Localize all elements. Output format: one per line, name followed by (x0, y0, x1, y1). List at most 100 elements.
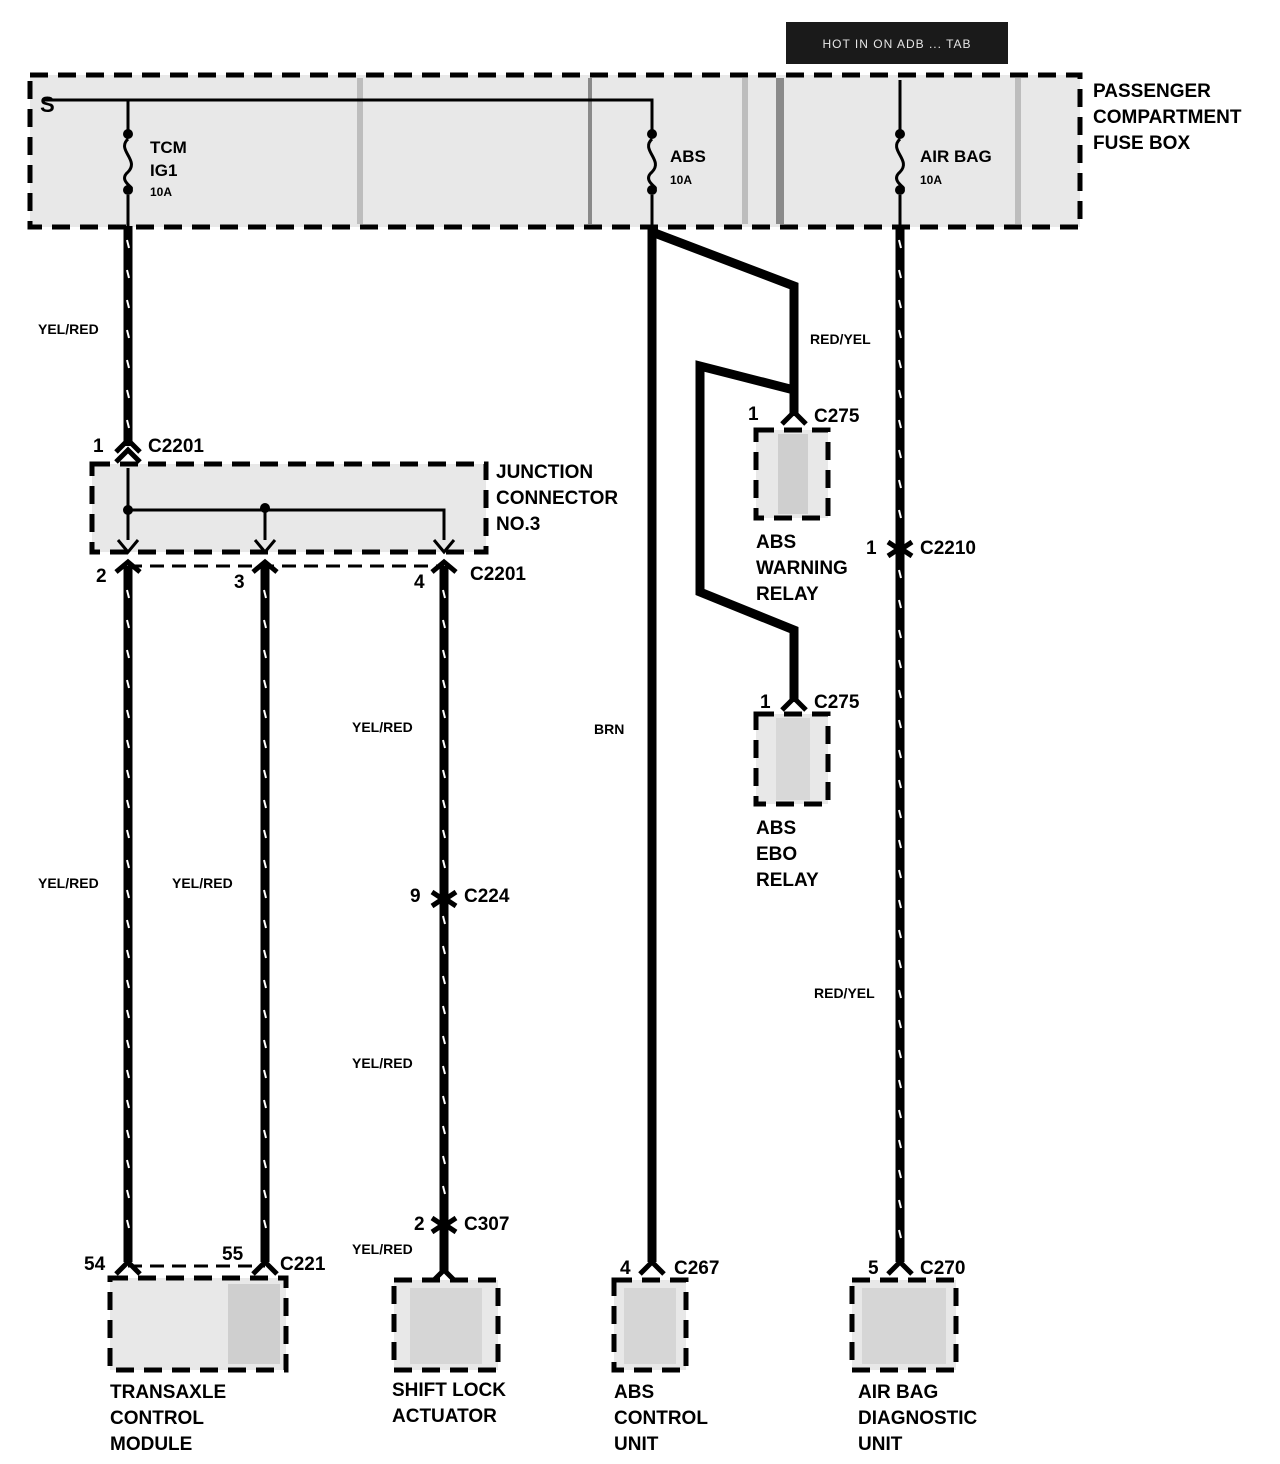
wire-stripe-tick (263, 619, 267, 629)
shift-lock-label-2: ACTUATOR (392, 1406, 497, 1427)
c275-ebo-pin: 1 (760, 692, 771, 713)
wire-stripe-tick (442, 1065, 446, 1075)
abs-warning-relay-label-2: WARNING (756, 558, 848, 579)
wire-stripe-tick (898, 1229, 902, 1239)
wire-stripe-tick (898, 479, 902, 489)
wire-stripe-tick (126, 709, 130, 719)
wire-stripe-tick (898, 1109, 902, 1119)
wire-stripe-tick (898, 569, 902, 579)
wire-stripe-tick (126, 1129, 130, 1139)
fuse-box-label-2: COMPARTMENT (1093, 107, 1242, 128)
wire-stripe-tick (263, 829, 267, 839)
wire-color-labels: YEL/RED YEL/RED YEL/RED YEL/RED YEL/RED … (38, 321, 875, 1257)
fuse-tcm-sub: IG1 (150, 161, 177, 180)
c2201-out-pin-3: 3 (234, 572, 245, 593)
banner-text: HOT IN ON ADB ... TAB (822, 37, 971, 51)
fuse-air-bag-name: AIR BAG (920, 147, 992, 166)
junction-label-3: NO.3 (496, 514, 540, 535)
wire-stripe-tick (126, 1219, 130, 1229)
wire-stripe-tick (126, 829, 130, 839)
c2201-out-pin-4: 4 (414, 572, 425, 593)
wire-label-tcm-54: YEL/RED (38, 875, 99, 891)
c267-name: C267 (674, 1258, 719, 1279)
fuse-abs-amps: 10A (670, 173, 692, 187)
fuse-air-bag-amps: 10A (920, 173, 942, 187)
wire-stripe-tick (263, 1009, 267, 1019)
wire-stripe-tick (263, 1129, 267, 1139)
wire-stripe-tick (898, 689, 902, 699)
wire-stripe-tick (126, 979, 130, 989)
wire-stripe-tick (898, 1199, 902, 1209)
wire-stripe-tick (126, 1159, 130, 1169)
fuse-box-label-1: PASSENGER (1093, 81, 1211, 102)
junction-label-2: CONNECTOR (496, 488, 618, 509)
shift-lock-actuator: SHIFT LOCK ACTUATOR (391, 1266, 506, 1427)
c221-pin-55: 55 (222, 1244, 244, 1265)
wire-stripe-tick (898, 239, 902, 249)
wire-stripe-tick (263, 1069, 267, 1079)
wire-stripe-tick (898, 719, 902, 729)
connector-c2201-out: 2 3 4 C2201 (96, 558, 526, 593)
wire-stripe-tick (442, 1005, 446, 1015)
abs-warning-relay-label-1: ABS (756, 532, 796, 553)
abs-ebo-relay-label-2: EBO (756, 844, 797, 865)
wire-stripe-tick (898, 659, 902, 669)
fuse-abs: ABS 10A (647, 129, 706, 226)
wire-stripe-tick (442, 945, 446, 955)
air-bag-diagnostic-unit: 5 C270 AIR BAG DIAGNOSTIC UNIT (849, 1258, 978, 1455)
wire-stripe-tick (126, 619, 130, 629)
wire-stripe-tick (898, 1139, 902, 1149)
wire-stripe-tick (898, 989, 902, 999)
wire-stripe-tick (263, 889, 267, 899)
fuse-box-label: PASSENGER COMPARTMENT FUSE BOX (1093, 81, 1242, 154)
wire-stripe-tick (263, 799, 267, 809)
wire-stripe-tick (898, 929, 902, 939)
wire-stripe-tick (898, 449, 902, 459)
wire-stripe-tick (898, 839, 902, 849)
wire-stripe-tick (263, 1099, 267, 1109)
wire-label-shift-lock-2: YEL/RED (352, 1055, 413, 1071)
abs-control-unit: 4 C267 ABS CONTROL UNIT (611, 1258, 719, 1455)
fuse-tcm: TCM IG1 10A (123, 129, 187, 226)
c2210-pin: 1 (866, 538, 877, 559)
wire-stripe-tick (126, 739, 130, 749)
wire-stripe-tick (898, 629, 902, 639)
c221-name: C221 (280, 1254, 326, 1275)
wire-stripe-tick (442, 769, 446, 779)
wire-abs-warning (650, 227, 799, 416)
wire-stripe-tick (126, 1099, 130, 1109)
c307-pin: 2 (414, 1214, 425, 1235)
wire-stripe-tick (442, 619, 446, 629)
wire-stripe-tick (126, 919, 130, 929)
connector-c2201-in: 1 C2201 (93, 436, 204, 464)
wire-stripe-tick (442, 1095, 446, 1105)
wire-stripe-tick (126, 769, 130, 779)
wire-stripe-tick (263, 649, 267, 659)
wire-stripe-tick (126, 1189, 130, 1199)
c224-name: C224 (464, 886, 510, 907)
connector-c2210: 1 C2210 (866, 538, 976, 559)
c2201-in-pin: 1 (93, 436, 104, 457)
abs-warning-relay: 1 C275 ABS WARNING RELAY (748, 404, 860, 605)
wire-stripe-tick (263, 1039, 267, 1049)
fuse-box: S (27, 72, 1083, 230)
c307-name: C307 (464, 1214, 509, 1235)
wire-stripe-tick (442, 709, 446, 719)
wire-label-air-bag: RED/YEL (814, 985, 875, 1001)
junction-connector: JUNCTION CONNECTOR NO.3 (89, 461, 618, 555)
wire-stripe-tick (442, 589, 446, 599)
wire-stripe-tick (263, 769, 267, 779)
wire-stripe-tick (263, 589, 267, 599)
wire-stripe-tick (126, 269, 130, 279)
tcm-label-3: MODULE (110, 1434, 192, 1455)
tcm-label-1: TRANSAXLE (110, 1382, 226, 1403)
wire-stripe-tick (263, 949, 267, 959)
wire-stripe-tick (263, 709, 267, 719)
air-bag-unit-label-2: DIAGNOSTIC (858, 1408, 978, 1429)
wire-stripe-tick (126, 359, 130, 369)
wire-stripe-tick (126, 329, 130, 339)
transaxle-control-module: 54 55 C221 TRANSAXLE CONTROL MODULE (84, 1244, 326, 1455)
wire-stripe-tick (898, 1169, 902, 1179)
wire-stripe-tick (898, 599, 902, 609)
